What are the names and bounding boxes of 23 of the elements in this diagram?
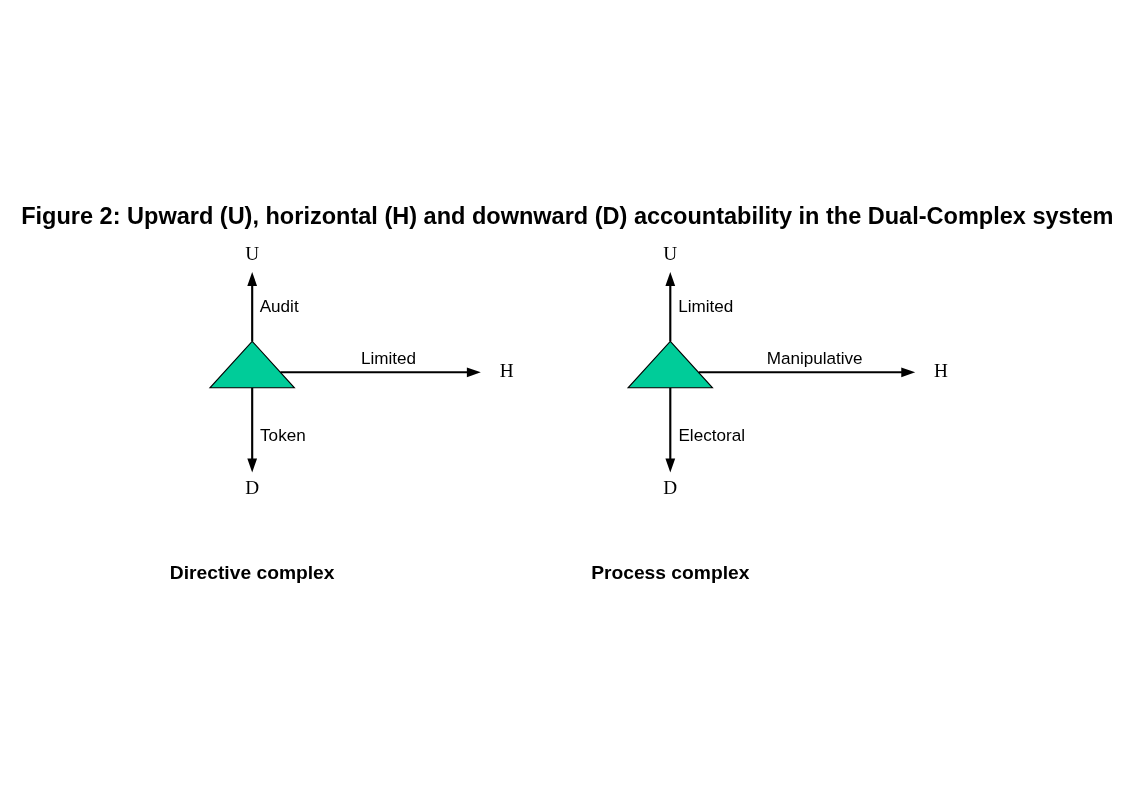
label: Directive complex xyxy=(169,561,335,583)
label: Process complex xyxy=(591,561,750,583)
diagram-title: Figure 2: Upward (U), horizontal (H) and downward (D) accountability in the Dual-Complex system xyxy=(21,202,1114,229)
arrow xyxy=(698,366,916,377)
arrow xyxy=(247,271,258,341)
edge-label: Audit xyxy=(259,296,299,316)
arrow xyxy=(665,387,676,472)
node-text: H xyxy=(933,359,948,381)
arrow xyxy=(665,271,676,341)
arrow xyxy=(280,366,481,377)
node-text: D xyxy=(245,476,260,498)
node-text: D xyxy=(663,476,678,498)
edge-label: Electoral xyxy=(678,425,745,445)
edge-label: Token xyxy=(260,425,306,445)
node-text: U xyxy=(663,242,678,264)
edge-label: Manipulative xyxy=(766,348,863,368)
edge-label: Limited xyxy=(360,348,417,368)
arrow xyxy=(247,387,258,472)
node-text: H xyxy=(499,359,514,381)
node-triangle xyxy=(208,340,296,388)
edge-label: Limited xyxy=(678,296,734,316)
node-triangle xyxy=(626,340,714,388)
node-text: U xyxy=(245,242,260,264)
